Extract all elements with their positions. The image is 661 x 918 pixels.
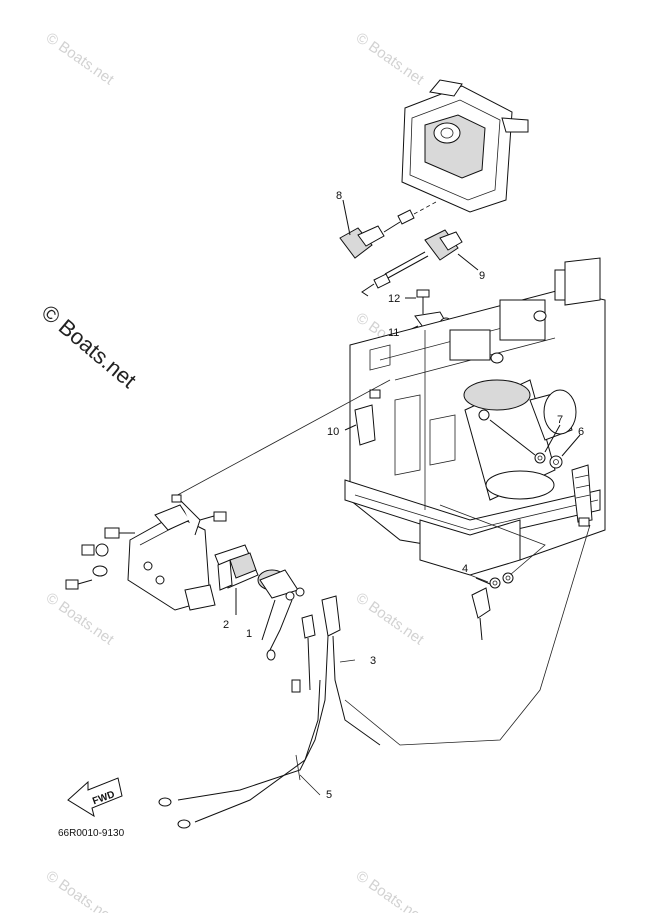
callout-4: 4 xyxy=(462,563,468,575)
leader-lines xyxy=(171,330,591,746)
relay-part-2 xyxy=(214,544,259,615)
callout-12: 12 xyxy=(388,293,400,305)
callout-9: 9 xyxy=(479,270,485,282)
callout-6: 6 xyxy=(578,426,584,438)
callout-labels: 8 9 12 11 10 7 6 4 2 1 3 5 xyxy=(223,190,584,801)
sensor-part-8 xyxy=(339,199,437,259)
battery-cable-boot xyxy=(571,464,593,527)
terminal-part-7 xyxy=(534,424,561,464)
watermark-bottom-left: © Boats.net xyxy=(43,867,118,913)
bracket-part-10 xyxy=(344,389,381,446)
callout-10: 10 xyxy=(327,426,339,438)
fwd-arrow-icon: FWD xyxy=(67,777,123,818)
watermark-mid-left: © Boats.net xyxy=(43,589,118,648)
callout-1: 1 xyxy=(246,628,252,640)
starter-motor xyxy=(463,379,577,501)
callout-5: 5 xyxy=(326,789,332,801)
watermark-top-right: © Boats.net xyxy=(353,29,428,88)
callout-11: 11 xyxy=(388,327,399,339)
bolt-part-12 xyxy=(405,289,430,314)
terminal-part-6 xyxy=(549,434,581,469)
callout-leaders xyxy=(299,574,489,796)
fasteners xyxy=(65,511,227,590)
cover-plate xyxy=(401,79,529,213)
callout-7: 7 xyxy=(557,414,563,426)
sensor-part-9 xyxy=(361,229,479,297)
relay-bracket xyxy=(127,494,216,611)
terminal-part-4 xyxy=(471,572,514,641)
callout-8: 8 xyxy=(336,190,342,202)
relay-part-1 xyxy=(257,569,305,661)
watermark-main: © Boats.net xyxy=(37,300,141,393)
drawing-code: 66R0010-9130 xyxy=(58,828,125,839)
watermark-bottom-right: © Boats.net xyxy=(353,867,428,913)
watermark-top-left: © Boats.net xyxy=(43,29,118,88)
callout-2: 2 xyxy=(223,619,229,631)
callout-3: 3 xyxy=(370,655,376,667)
watermark-lower-right: © Boats.net xyxy=(353,589,428,648)
cable-assembly xyxy=(158,595,381,829)
